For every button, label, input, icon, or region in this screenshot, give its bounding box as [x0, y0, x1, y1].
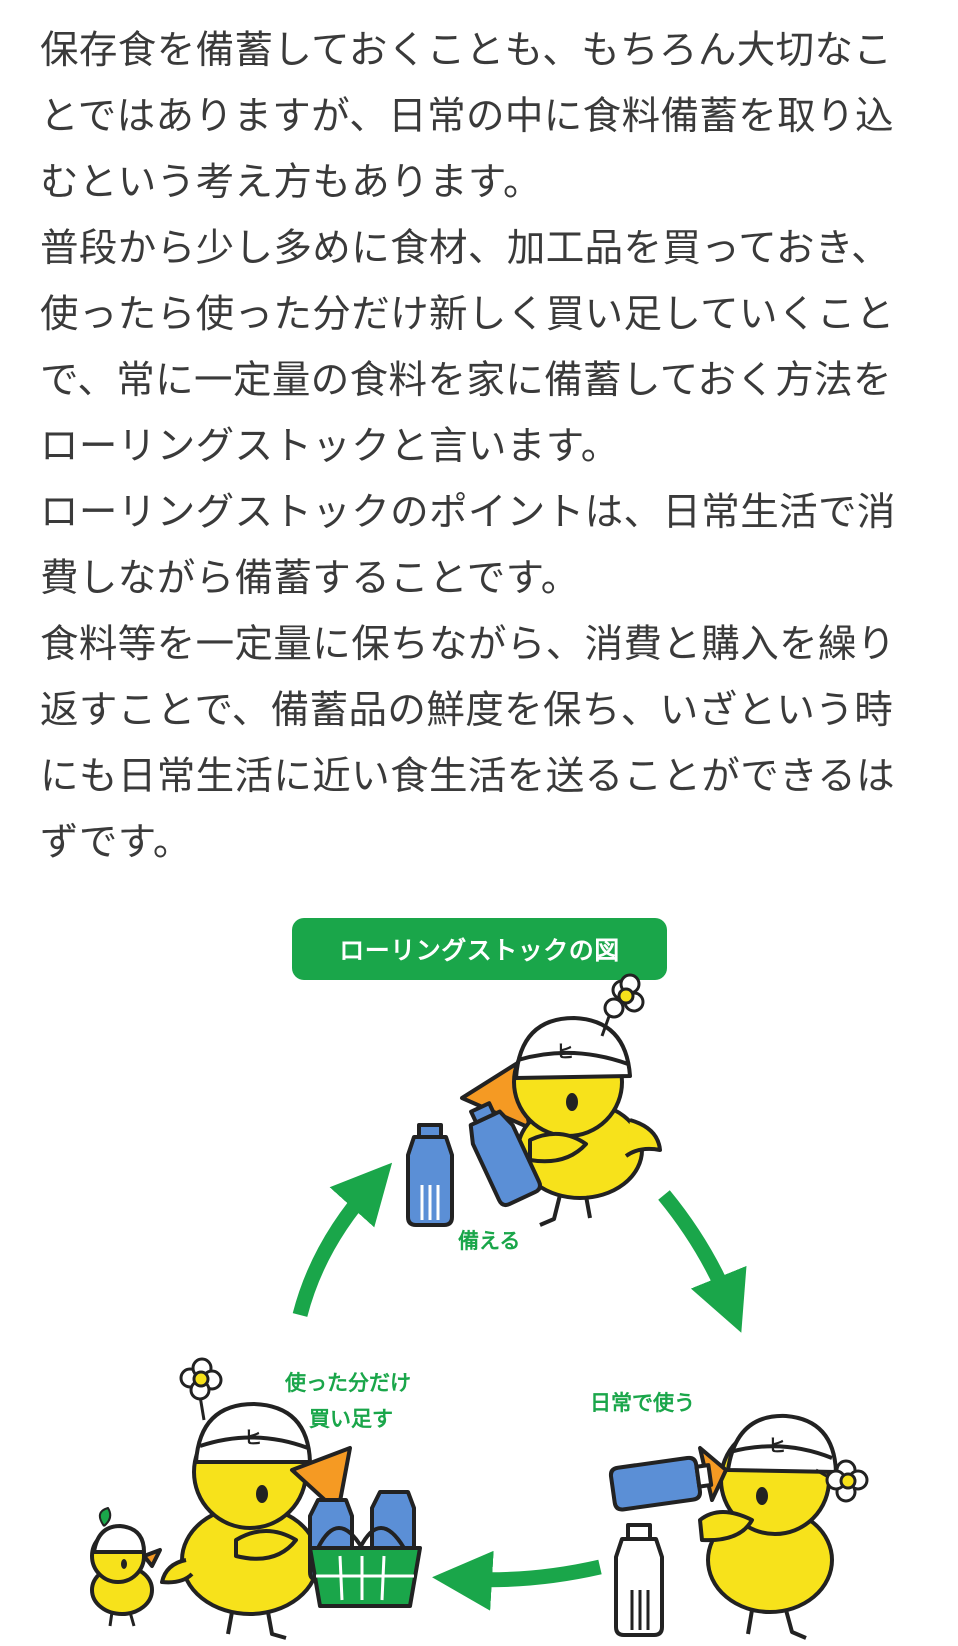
- stage-label-use: 日常で使う: [590, 1391, 695, 1415]
- stage-label-prepare: 備える: [458, 1229, 521, 1253]
- svg-text:ヒ: ヒ: [244, 1428, 262, 1449]
- flower-icon: [815, 1459, 869, 1503]
- arrow-use-to-buy: [432, 1550, 602, 1611]
- arrow-prepare-to-use: [658, 1190, 747, 1333]
- text-line: 食料等を一定量に保ちながら、消費と購入を繰り: [40, 622, 896, 667]
- prepare-chick: ヒ: [406, 973, 662, 1227]
- text-line: で、常に一定量の食料を家に備蓄しておく方法を: [40, 358, 892, 403]
- text-line: 使ったら使った分だけ新しく買い足していくこと: [40, 292, 895, 337]
- stage-label-buy-line2: 買い足す: [309, 1407, 393, 1431]
- text-line: ずです。: [40, 820, 192, 865]
- text-line: むという考え方もあります。: [40, 160, 542, 205]
- flower-icon: [600, 973, 645, 1037]
- text-line: ローリングストックのポイントは、日常生活で消: [40, 490, 896, 535]
- buy-chick: ヒ: [90, 1357, 422, 1640]
- use-chick: ヒ: [608, 1413, 869, 1640]
- flower-icon: [179, 1357, 223, 1421]
- text-line: 費しながら備蓄することです。: [40, 556, 580, 601]
- text-line: にも日常生活に近い食生活を送ることができるは: [40, 754, 896, 799]
- svg-text:ヒ: ヒ: [556, 1042, 574, 1063]
- text-line: 返すことで、備蓄品の鮮度を保ち、いざという時: [40, 688, 894, 733]
- shopping-basket-icon: [308, 1526, 422, 1608]
- empty-bottle-icon: [614, 1523, 664, 1637]
- article-body: 保存食を備蓄しておくことも、もちろん大切なこ とではありますが、日常の中に食料備…: [40, 18, 920, 876]
- text-line: とではありますが、日常の中に食料備蓄を取り込: [40, 94, 894, 139]
- diagram-title: ローリングストックの図: [292, 918, 667, 980]
- stage-label-buy-line1: 使った分だけ: [285, 1371, 411, 1395]
- text-line: ローリングストックと言います。: [40, 424, 620, 469]
- text-line: 保存食を備蓄しておくことも、もちろん大切なこ: [40, 28, 893, 73]
- water-bottle-icon: [406, 1123, 454, 1227]
- text-line: 普段から少し多めに食材、加工品を買っておき、: [40, 226, 891, 271]
- small-chick: [90, 1507, 162, 1627]
- svg-text:ヒ: ヒ: [768, 1436, 786, 1457]
- arrow-buy-to-prepare: [292, 1162, 393, 1317]
